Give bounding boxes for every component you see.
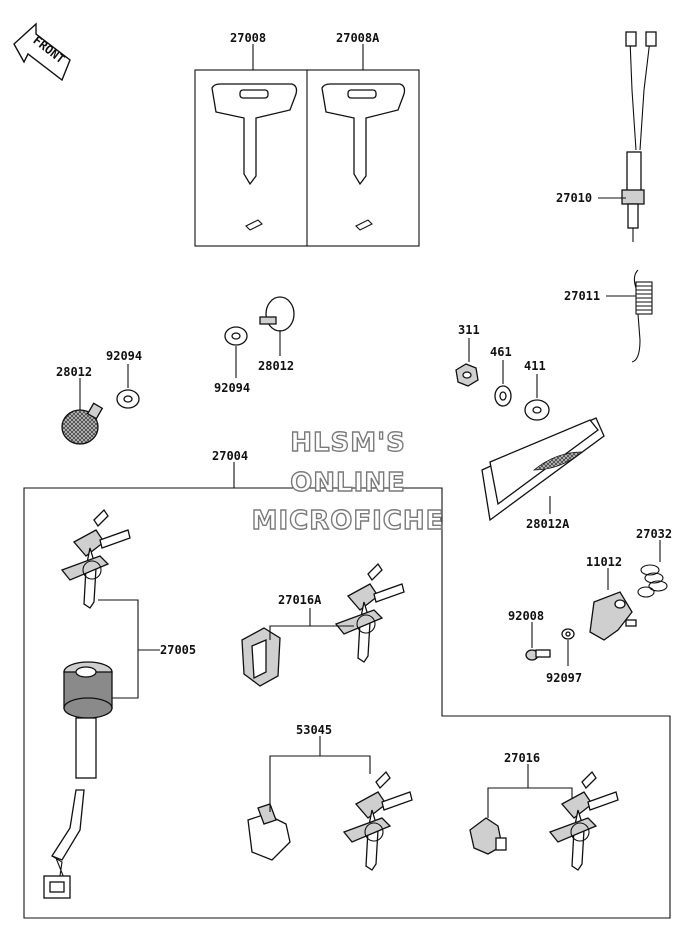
- part-27016-holder: [469, 817, 507, 855]
- callout-28012a: 28012A: [526, 517, 570, 531]
- part-28012a-reflector: [481, 417, 605, 522]
- part-28012-mid: [259, 296, 295, 332]
- part-311-nut: [455, 363, 479, 387]
- watermark: HLSM'S ONLINE MICROFICHE: [251, 427, 445, 536]
- callout-27016a: 27016A: [278, 593, 322, 607]
- part-92094-mid: [224, 326, 248, 346]
- watermark-line-3: MICROFICHE: [252, 506, 445, 536]
- callout-311: 311: [458, 323, 480, 337]
- watermark-line-1: HLSM'S: [290, 428, 406, 458]
- callout-27008a: 27008A: [336, 31, 380, 45]
- callout-27005: 27005: [160, 643, 196, 657]
- part-27010-sensor: [621, 31, 657, 242]
- key-tag-panel: [194, 69, 420, 247]
- part-28012-left: [61, 402, 104, 445]
- callout-461: 461: [490, 345, 512, 359]
- part-27011-spring: [631, 269, 653, 363]
- callout-92097: 92097: [546, 671, 582, 685]
- callout-28012-left: 28012: [56, 365, 92, 379]
- callout-27004: 27004: [212, 449, 248, 463]
- callout-28012-mid: 28012: [258, 359, 294, 373]
- callout-27010: 27010: [556, 191, 592, 205]
- callout-11012: 11012: [586, 555, 622, 569]
- callout-27008: 27008: [230, 31, 266, 45]
- callout-92094-left: 92094: [106, 349, 142, 363]
- part-11012-bracket: [589, 591, 637, 641]
- callout-92094-mid: 92094: [214, 381, 250, 395]
- callout-27032: 27032: [636, 527, 672, 541]
- callout-27016: 27016: [504, 751, 540, 765]
- front-arrow-badge: FRONT: [13, 22, 71, 82]
- part-92097-washer: [561, 628, 575, 640]
- part-27032-spring: [637, 564, 668, 598]
- part-92094-left: [116, 389, 140, 409]
- part-53045-holder: [247, 803, 291, 861]
- callout-27011: 27011: [564, 289, 600, 303]
- part-53045-keys: [343, 771, 413, 871]
- part-461-washer: [494, 385, 512, 407]
- part-27016-keys: [549, 771, 619, 871]
- watermark-line-2: ONLINE: [290, 468, 406, 498]
- part-411-washer: [524, 399, 550, 421]
- callout-411: 411: [524, 359, 546, 373]
- part-27016a-holder: [241, 627, 281, 687]
- assembly-27004-boundary: [23, 487, 671, 919]
- callout-53045: 53045: [296, 723, 332, 737]
- part-27016a-keys: [335, 563, 405, 663]
- part-92008-bolt: [525, 649, 551, 661]
- part-27005-ignition-switch: [43, 661, 113, 899]
- callout-92008: 92008: [508, 609, 544, 623]
- part-27005-keys: [61, 509, 131, 609]
